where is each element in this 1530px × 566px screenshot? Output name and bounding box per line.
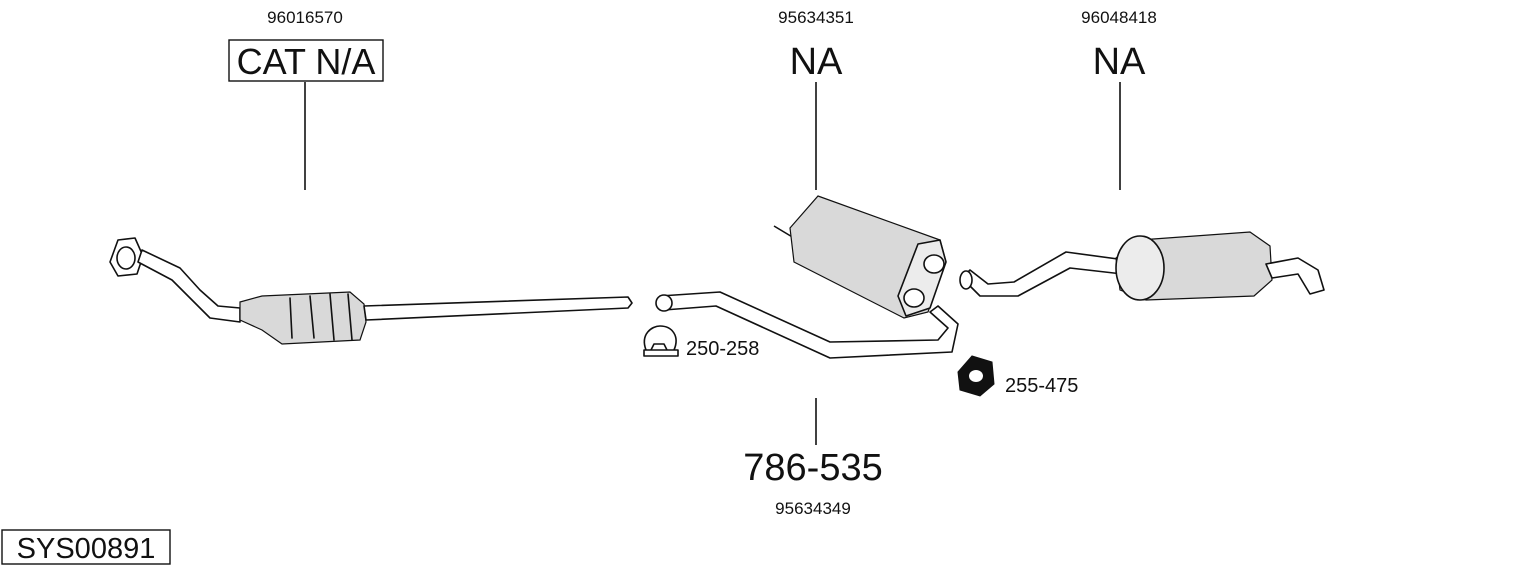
rear-silencer-part-number: 96048418 [1081,8,1157,27]
intermediate-pipe-assembly[interactable]: 786-535 95634349 [655,291,959,518]
middle-silencer-part-number: 95634351 [778,8,854,27]
intermediate-pipe-inlet [655,294,673,312]
catalyst-ribs [289,293,353,341]
system-code-box: SYS00891 [1,529,171,565]
catalyst-label-frame [228,39,384,82]
rear-silencer-label: NA [1093,41,1146,83]
intermediate-pipe-part-number: 95634349 [775,499,851,518]
clamp-accessory[interactable]: 250-258 [643,325,759,360]
gasket-hole [969,370,983,382]
clamp-label: 250-258 [686,338,759,360]
catalyst-assembly[interactable]: 96016570 CAT N/A [109,8,633,345]
rear-silencer-inlet-end [959,270,973,290]
system-code: SYS00891 [17,533,156,565]
intermediate-pipe [659,291,959,359]
front-downpipe [137,249,241,323]
gasket-label: 255-475 [1005,375,1078,397]
catalyst-label: CAT N/A [237,41,376,82]
flange-bore [116,246,136,270]
middle-silencer-outlet-lower [903,288,925,308]
intermediate-pipe-label: 786-535 [743,447,882,489]
catalyst-outlet-pipe [363,296,633,321]
clamp-bar [643,349,679,357]
rear-silencer-inlet-pipe [961,251,1141,297]
middle-silencer-outlet-upper [923,254,945,274]
gasket-accessory[interactable]: 255-475 [957,355,1078,397]
catalyst-part-number: 96016570 [267,8,343,27]
middle-silencer-label: NA [790,41,843,83]
clamp-icon [643,325,677,353]
system-code-frame [1,529,171,565]
catalyst-body [239,291,367,345]
rear-tailpipe [1265,257,1325,295]
rear-silencer-assembly[interactable]: 96048418 NA [959,8,1325,301]
middle-silencer-assembly[interactable]: 95634351 NA [773,8,947,319]
rear-silencer-front-cap [1115,235,1165,301]
